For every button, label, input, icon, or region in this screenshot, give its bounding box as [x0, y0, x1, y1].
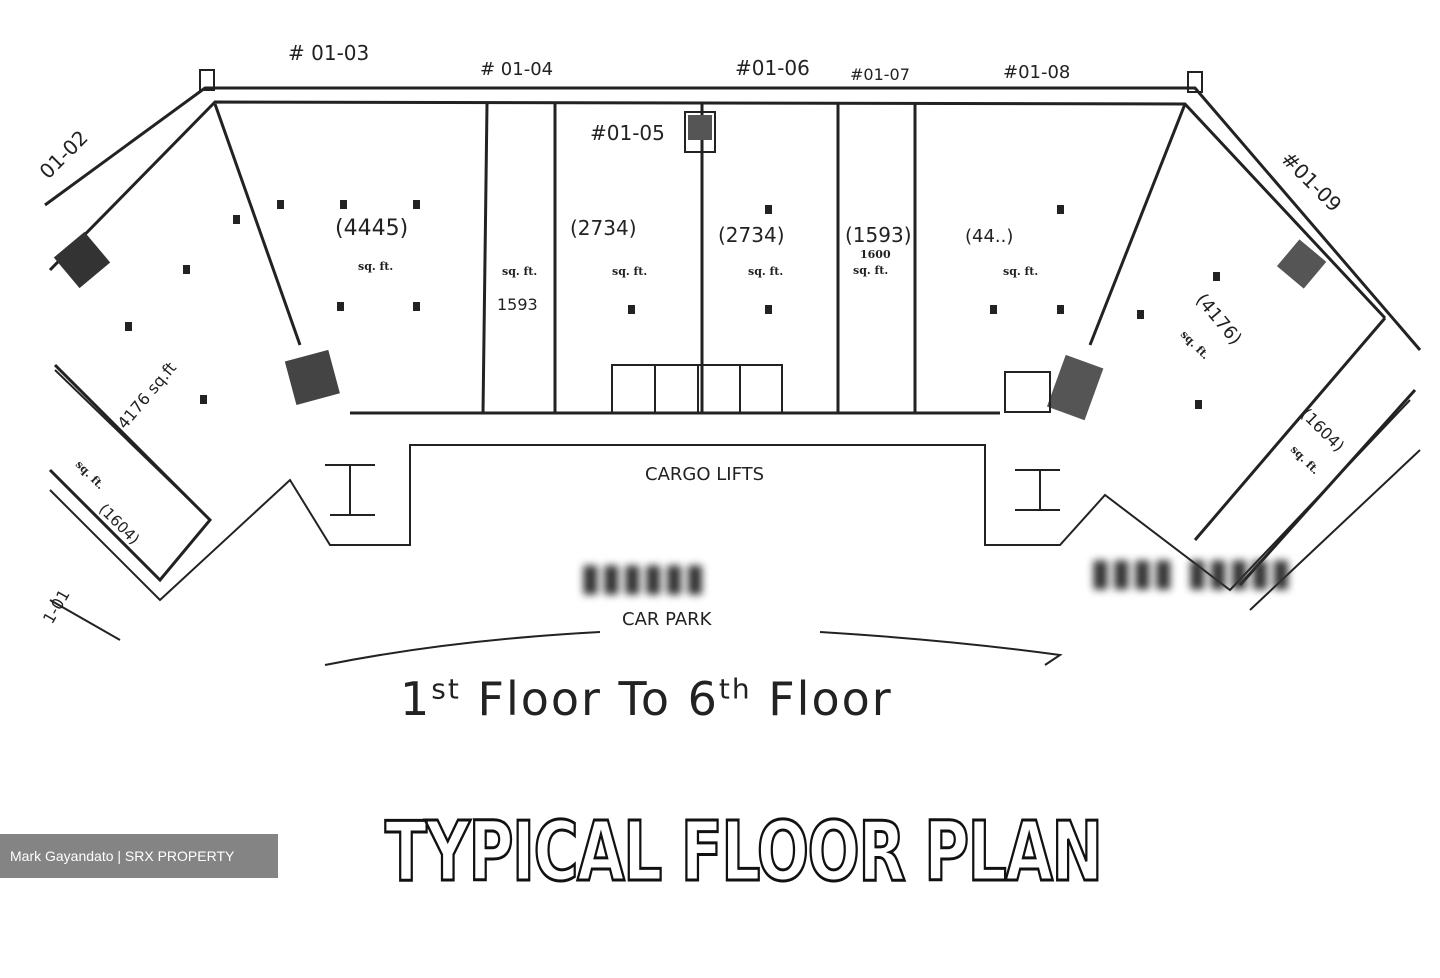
svg-text:sq. ft.: sq. ft. — [853, 264, 888, 277]
floor-range-caption: 1st Floor To 6th Floor — [400, 672, 893, 726]
svg-text:sq. ft.: sq. ft. — [1178, 328, 1212, 362]
svg-text:sq. ft.: sq. ft. — [1003, 265, 1038, 278]
site-labels: CARGO LIFTS CAR PARK — [324, 464, 1063, 666]
area-01-05: (2734) — [570, 216, 637, 240]
arrow-line-right — [819, 631, 1063, 666]
svg-text:sq. ft.: sq. ft. — [1288, 443, 1322, 477]
watermark: Mark Gayandato | SRX PROPERTY — [0, 834, 278, 878]
unit-label-01-08: #01-08 — [1003, 62, 1070, 83]
area-01-03: (4445) — [335, 216, 408, 241]
car-park-label: CAR PARK — [622, 609, 713, 630]
svg-text:sq. ft.: sq. ft. — [612, 265, 647, 278]
svg-text:sq. ft.: sq. ft. — [358, 260, 393, 273]
area-01-10: (1604) — [1297, 404, 1348, 455]
columns — [125, 200, 1220, 409]
unit-partitions — [54, 103, 1417, 587]
unit-label-01-07: #01-07 — [850, 65, 910, 84]
svg-text:sq. ft.: sq. ft. — [502, 265, 537, 278]
cargo-lifts-label: CARGO LIFTS — [645, 464, 764, 485]
svg-text:sq. ft.: sq. ft. — [73, 458, 107, 492]
area-01-02: 4176 sq.ft — [114, 358, 181, 432]
unit-label-01-09: #01-09 — [1276, 147, 1346, 217]
area-01-07-alt: 1600 — [860, 248, 891, 261]
area-01-06: (2734) — [718, 223, 785, 247]
blurred-text-right: ▮▮▮▮ ▮▮▮▮▮ — [1090, 550, 1292, 594]
unit-label-01-06: #01-06 — [735, 56, 810, 80]
area-01-08: (44..) — [965, 226, 1013, 247]
unit-label-01-05: #01-05 — [590, 121, 665, 145]
unit-label-01-03: # 01-03 — [288, 41, 369, 65]
unit-label-01-01: 1-01 — [39, 586, 74, 627]
area-01-07: (1593) — [845, 223, 912, 247]
stairs — [53, 231, 1327, 516]
arrow-line-left — [324, 631, 601, 666]
area-01-04: 1593 — [497, 295, 538, 314]
unit-label-01-04: # 01-04 — [480, 59, 553, 80]
area-labels: (4445) sq. ft. sq. ft. 1593 (2734) sq. f… — [73, 216, 1348, 548]
svg-text:sq. ft.: sq. ft. — [748, 265, 783, 278]
plan-title: TYPICAL FLOOR PLAN — [384, 804, 1104, 902]
outer-walls — [44, 69, 1422, 641]
blurred-text-left: ▮▮▮▮▮▮ — [580, 555, 706, 599]
